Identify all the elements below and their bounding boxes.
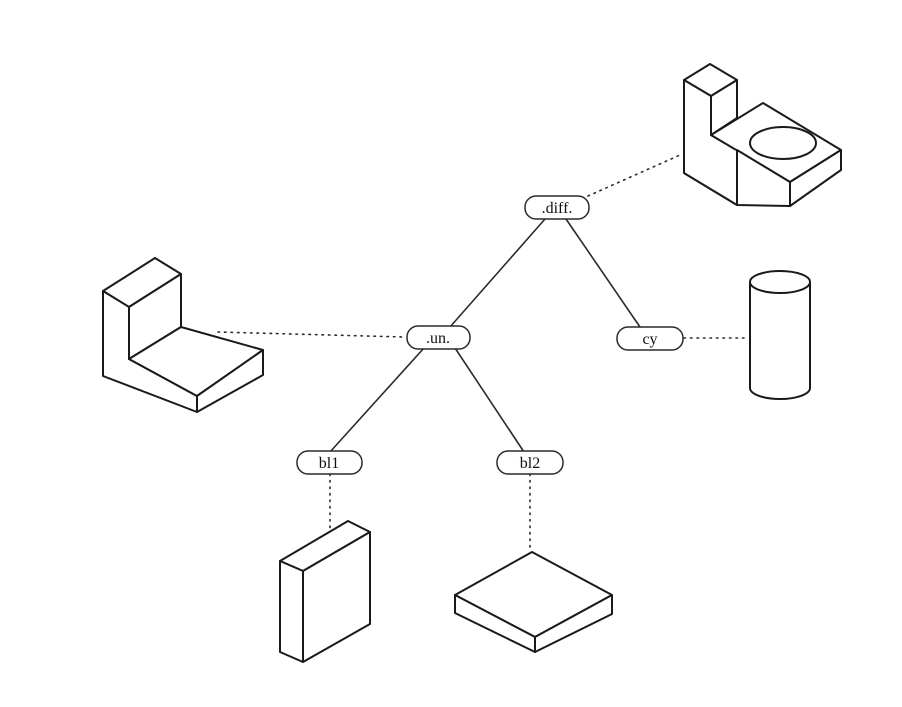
edge-un-bl2 <box>454 347 525 453</box>
link-diff-solid <box>587 154 681 197</box>
node-label: .un. <box>426 330 450 347</box>
node-label: bl2 <box>520 455 540 472</box>
upright-block-solid <box>279 520 371 663</box>
link-un-solid <box>217 331 405 338</box>
edge-diff-cy <box>565 218 641 328</box>
node-bl2: bl2 <box>496 450 564 475</box>
node-label: bl1 <box>319 455 339 472</box>
node-un: .un. <box>406 325 471 350</box>
node-cy: cy <box>616 326 684 351</box>
flat-slab-solid <box>454 551 613 653</box>
node-label: cy <box>642 331 657 348</box>
edge-diff-un <box>449 218 546 328</box>
node-diff: .diff. <box>524 195 590 220</box>
edge-un-bl1 <box>329 347 425 453</box>
bracket-with-hole-solid <box>683 63 842 207</box>
l-bracket-solid <box>102 257 264 413</box>
node-bl1: bl1 <box>296 450 363 475</box>
node-label: .diff. <box>542 200 573 217</box>
cylinder-solid <box>749 270 811 400</box>
